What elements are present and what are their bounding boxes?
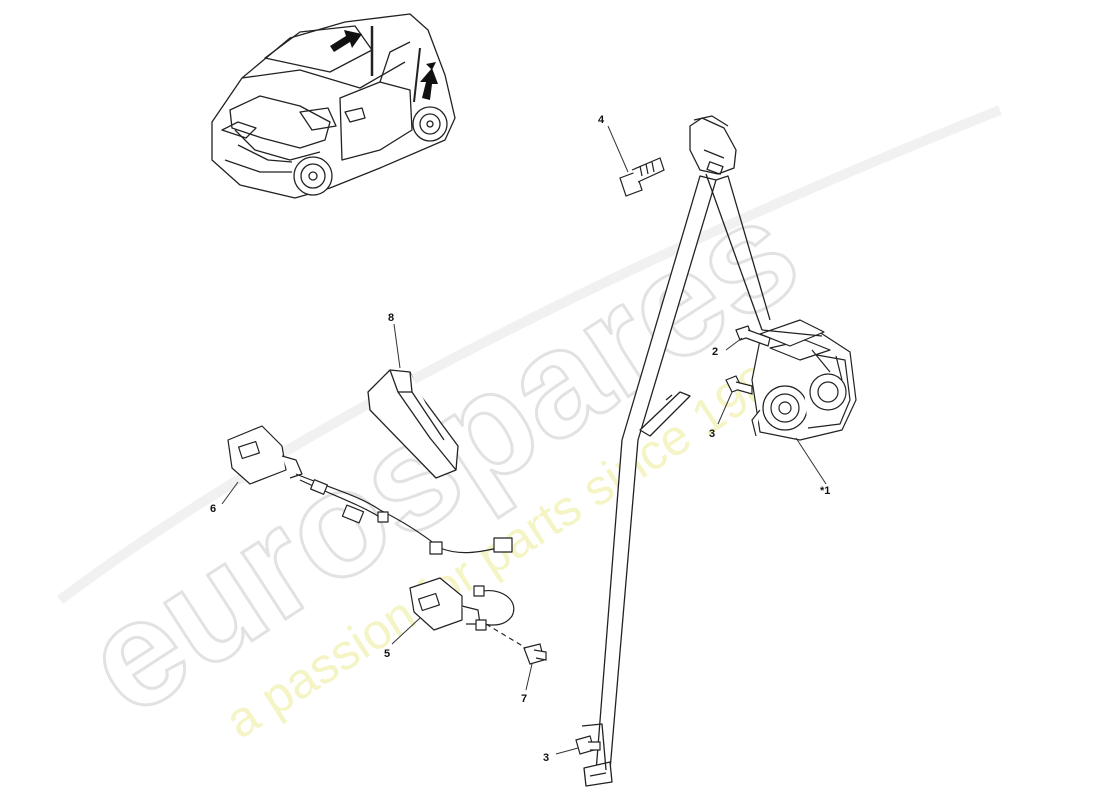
callout-2: 2 (712, 346, 719, 358)
retractor-assembly (751, 319, 857, 441)
callout-6: 6 (210, 503, 217, 515)
seat-belt-webbing (581, 115, 771, 787)
bolt-3-lower (575, 735, 601, 755)
locator-arrow-icon (330, 30, 438, 100)
buckle-harness-6 (227, 425, 513, 555)
callout-3-bottom: 3 (543, 752, 550, 764)
bolt-7 (485, 623, 547, 665)
callout-7: 7 (521, 693, 528, 705)
callout-8: 8 (388, 312, 395, 324)
callout-5: 5 (384, 648, 391, 660)
buckle-cover-8 (367, 369, 459, 479)
buckle-5 (409, 577, 515, 631)
callout-3-retractor: 3 (709, 428, 716, 440)
bolt-2 (735, 325, 771, 347)
leader-lines (221, 125, 827, 755)
callout-1: *1 (820, 485, 831, 497)
bolt-4 (619, 157, 665, 197)
callout-4: 4 (598, 114, 605, 126)
car-thumbnail-icon (211, 13, 456, 199)
bolt-3-upper (725, 375, 753, 395)
